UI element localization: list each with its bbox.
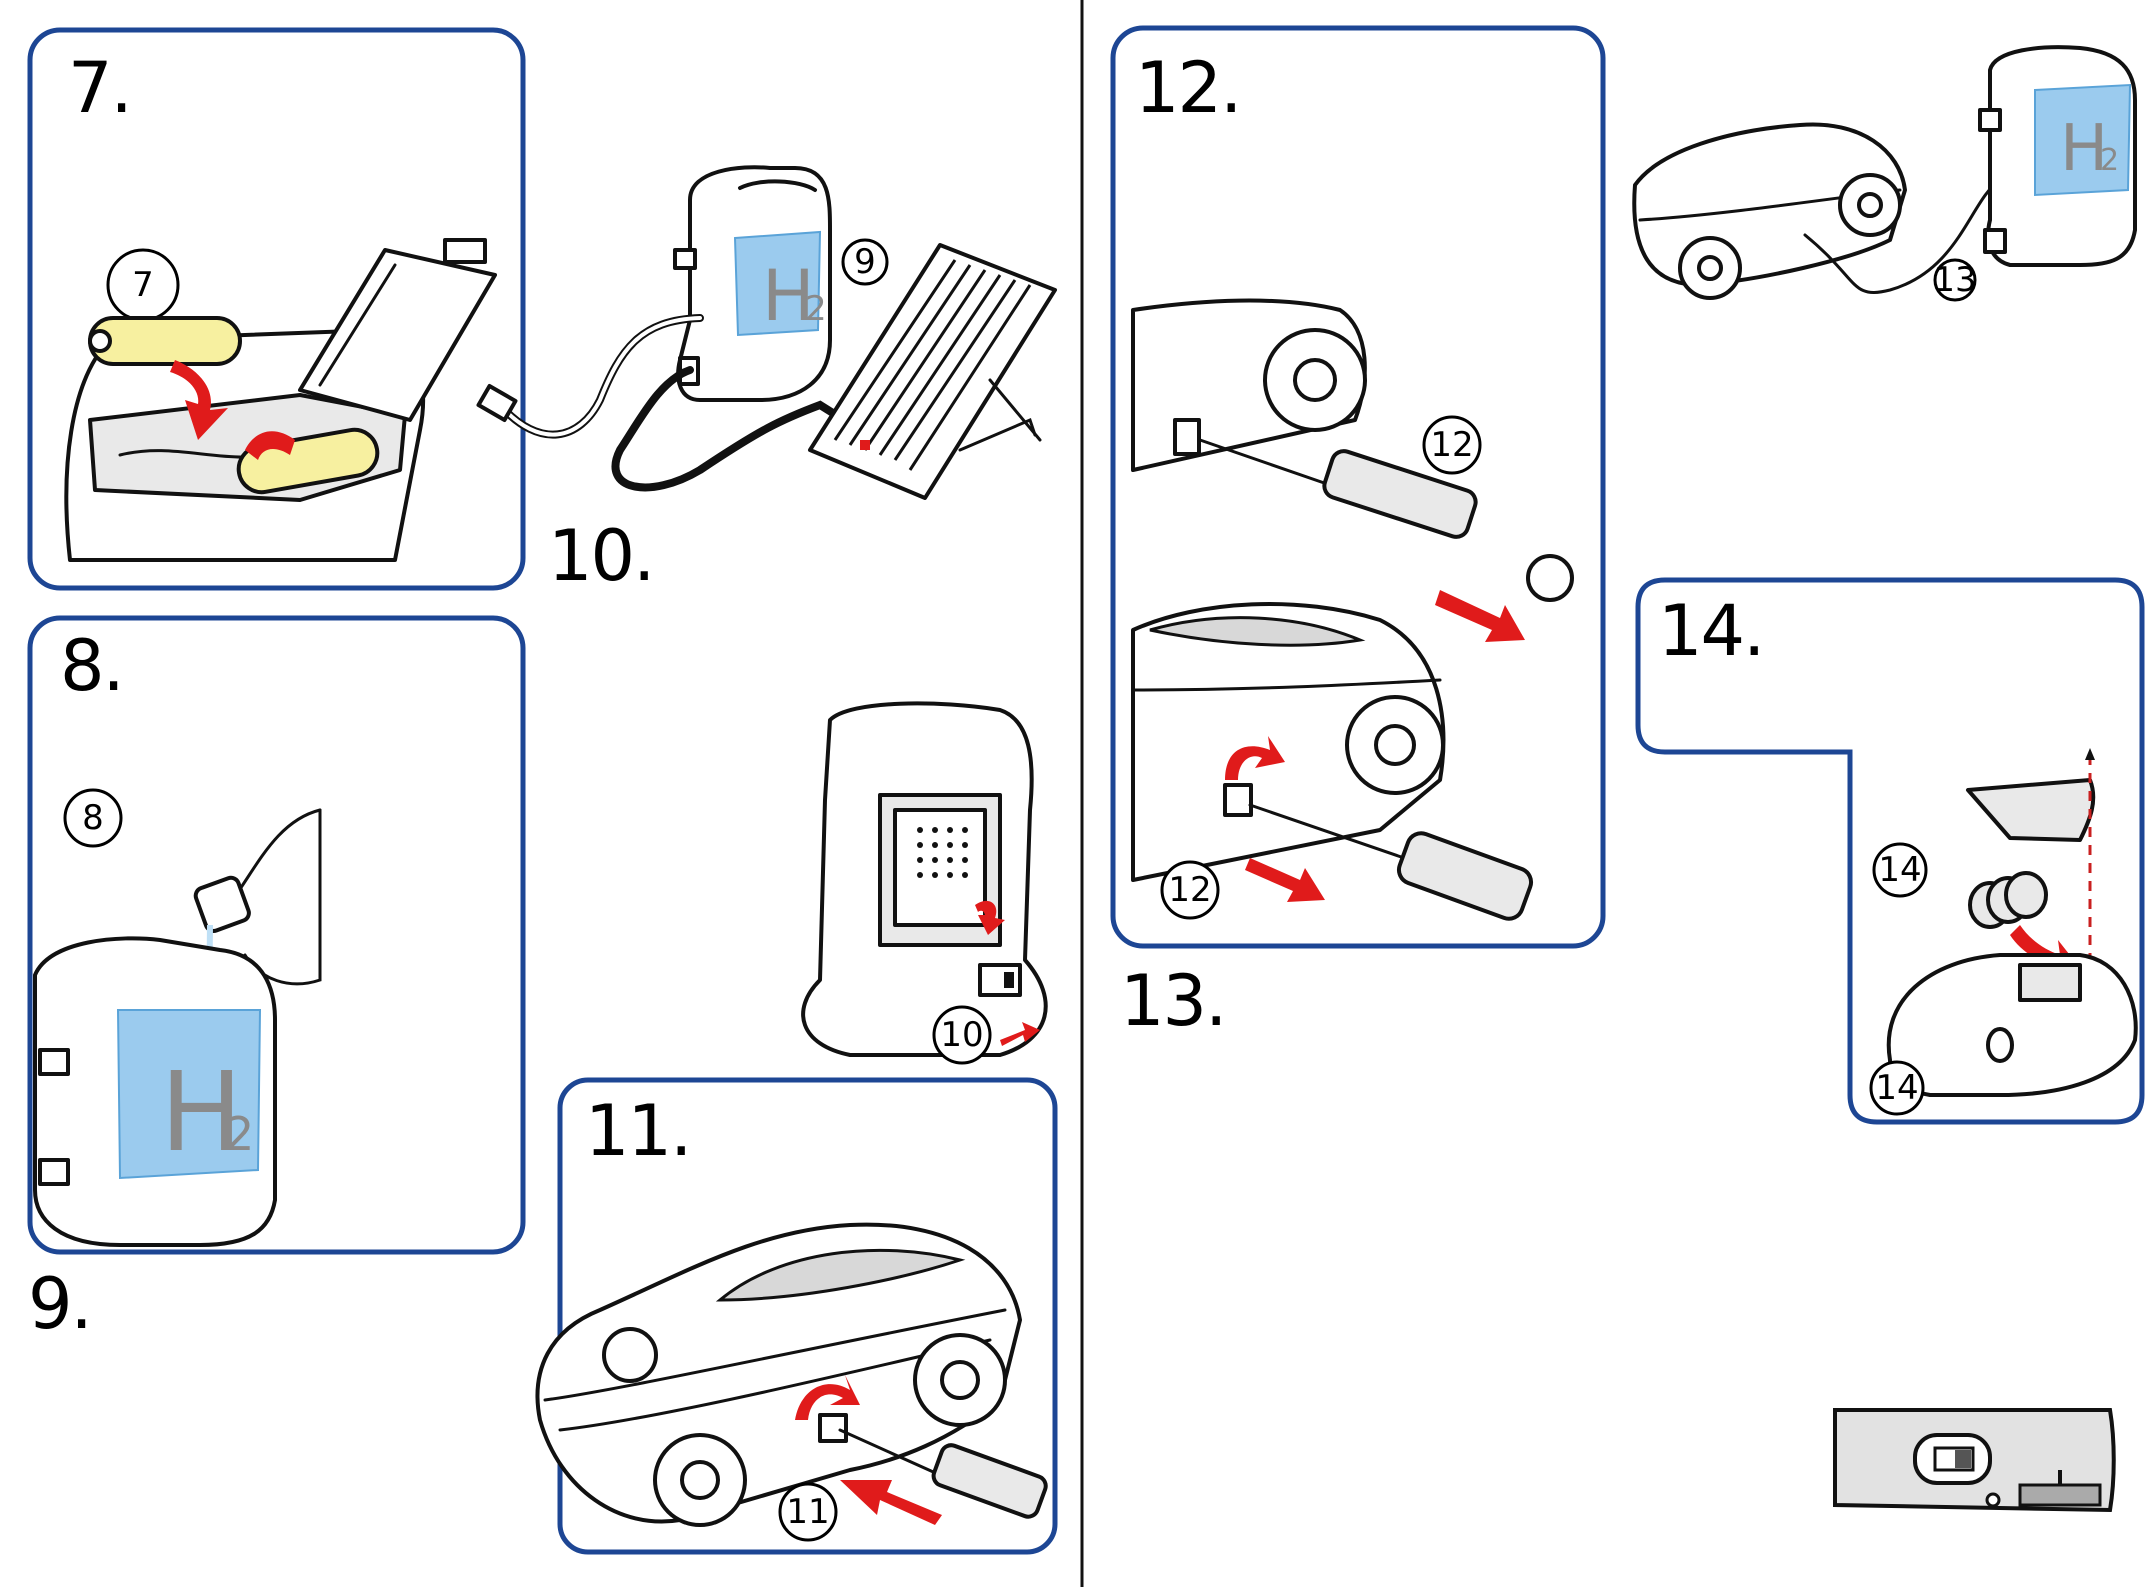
badge-10: 10 [934, 1007, 990, 1063]
badge-13: 13 [1933, 260, 1976, 300]
panel-step-7: 7. 7 [30, 30, 523, 588]
badge-12: 12 [1162, 862, 1218, 918]
svg-text:14: 14 [1878, 850, 1921, 890]
badge-14: 14 [1871, 1062, 1923, 1114]
svg-text:12: 12 [1168, 870, 1211, 910]
svg-text:12: 12 [1430, 425, 1473, 465]
badge-14: 14 [1874, 844, 1926, 896]
step-10-number: 10. [548, 515, 653, 597]
step-13-illustration: H 2 13 [1634, 47, 2135, 300]
panel-step-14: 14. 14 14 [1638, 580, 2142, 1122]
step-12-number: 12. [1135, 47, 1240, 129]
water-reservoir: H 2 [1980, 47, 2135, 265]
svg-text:10: 10 [940, 1015, 983, 1055]
svg-text:2: 2 [805, 289, 827, 329]
solar-panel-icon [810, 245, 1055, 498]
svg-text:8: 8 [82, 798, 104, 838]
panel-step-12: 12. 12 [1113, 28, 1603, 946]
switch-icon [1004, 972, 1014, 988]
step-8-number: 8. [60, 625, 123, 707]
panel-step-11: 11. 11 [538, 1080, 1056, 1552]
svg-text:13: 13 [1933, 260, 1976, 300]
badge-9: 9 [843, 240, 887, 284]
step-7-number: 7. [68, 47, 131, 129]
svg-text:7: 7 [132, 265, 154, 305]
svg-text:14: 14 [1875, 1068, 1918, 1108]
hydrogen-car-icon [1634, 124, 1905, 298]
svg-text:2: 2 [2100, 143, 2119, 178]
reservoir-with-switch [803, 703, 1046, 1055]
svg-text:2: 2 [225, 1107, 254, 1161]
switch-icon [1835, 1410, 2114, 1510]
step-9-number: 9. [28, 1263, 91, 1345]
step-10-illustration: 10. H 2 9 [479, 167, 1055, 597]
badge-12: 12 [1424, 417, 1480, 473]
water-reservoir: H 2 [675, 167, 830, 400]
step-11-number: 11. [585, 1090, 690, 1172]
badge-8: 8 [65, 790, 121, 846]
panel-step-8: 8. 8 H 2 [30, 618, 523, 1252]
battery-icon [90, 318, 240, 364]
svg-text:9: 9 [854, 242, 876, 282]
step-13-number: 13. [1120, 960, 1225, 1042]
svg-text:11: 11 [786, 1492, 829, 1532]
badge-11: 11 [780, 1484, 836, 1540]
step-14-number: 14. [1658, 590, 1763, 672]
badge-7: 7 [108, 250, 178, 320]
